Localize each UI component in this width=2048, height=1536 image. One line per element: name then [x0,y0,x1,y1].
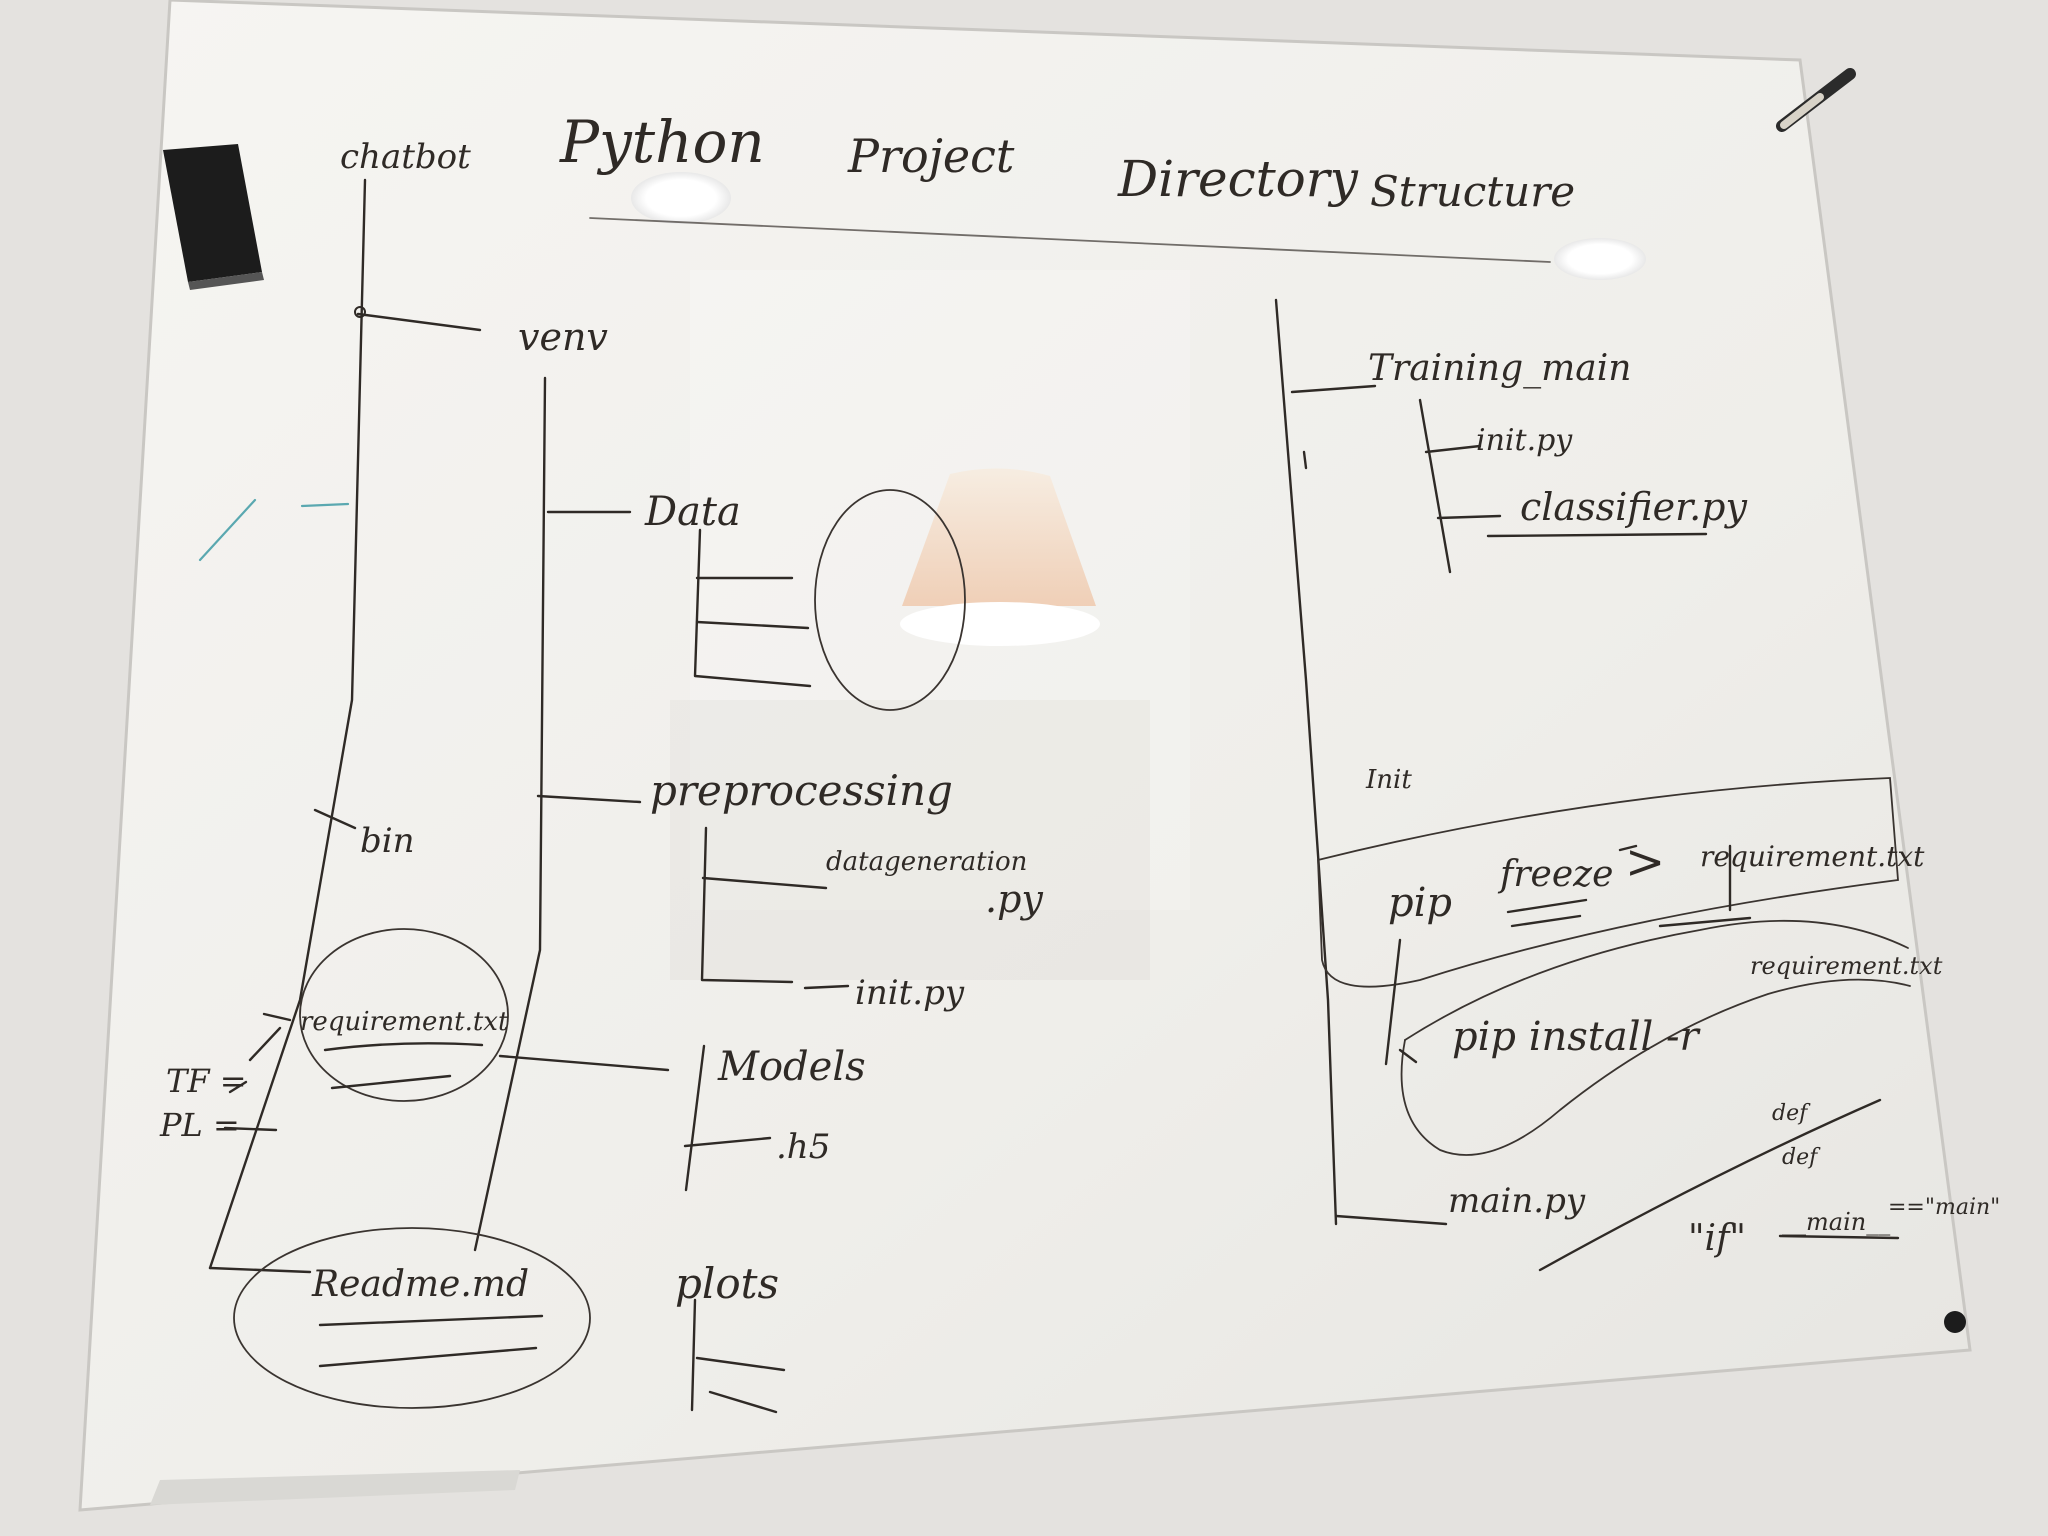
pip-freeze-command-label: freeze [1497,854,1613,895]
ceiling-light-reflection [631,172,731,224]
bin-folder-label: bin [360,821,415,861]
readme-file-label: Readme.md [311,1264,529,1305]
pip-freeze-pip-label: pip [1388,880,1452,926]
datageneration-file-label: datageneration [826,847,1027,877]
preprocessing-init-label: init.py [855,973,965,1013]
init-note-label: Init [1365,765,1412,795]
right-tree-labels: Training_main init.py classifier.py Init… [1365,348,2000,1259]
pip-freeze-arrow: > [1625,834,1665,890]
main-file-label: main.py [1448,1181,1586,1221]
eraser-icon [163,144,264,290]
pip-freeze-target-label: requirement.txt [1700,840,1925,873]
board-title: chatbot Python Project Directory Structu… [340,108,1575,263]
pendant-lamp-reflection [902,468,1096,606]
ceiling-light-reflection [1554,238,1646,280]
scribble-note: def [1772,1101,1811,1126]
right-tree-lines [1274,298,1966,1333]
pendant-lamp-light [900,602,1100,646]
whiteboard [78,0,1972,1512]
venv-label: venv [518,315,608,359]
board-mount-screw [1944,1311,1966,1333]
pl-note-label: PL = [159,1106,240,1144]
left-tree-labels: venv Data preprocessing datageneration .… [159,315,1043,1308]
tf-note-label: TF = [166,1062,247,1100]
training-init-label: init.py [1476,423,1573,458]
title-word: Python [559,108,765,176]
models-folder-label: Models [717,1044,866,1090]
preprocessing-folder-label: preprocessing [650,766,953,815]
main-guard-eq-label: =="main" [1888,1195,2000,1220]
title-word: Directory [1117,150,1359,208]
pip-install-target-label: requirement.txt [1750,952,1943,980]
scribble-note: def [1782,1145,1821,1170]
pip-install-command-label: pip install -r [1452,1014,1702,1060]
training-folder-label: Training_main [1368,348,1631,389]
title-word: Project [847,129,1015,183]
classifier-file-label: classifier.py [1520,485,1747,529]
if-statement-label: "if" [1688,1218,1746,1259]
marker-icon [1776,68,1856,132]
main-guard-label: __main__ [1782,1208,1890,1236]
reflections [631,172,1646,980]
title-word: Structure [1370,167,1575,216]
title-word: chatbot [340,137,471,177]
models-h5-label: .h5 [776,1127,830,1167]
plots-folder-label: plots [675,1259,779,1308]
requirements-file-label: requirement.txt [300,1007,509,1037]
datageneration-extension-label: .py [985,877,1043,921]
data-folder-label: Data [644,489,741,535]
left-tree-lines [198,178,966,1414]
